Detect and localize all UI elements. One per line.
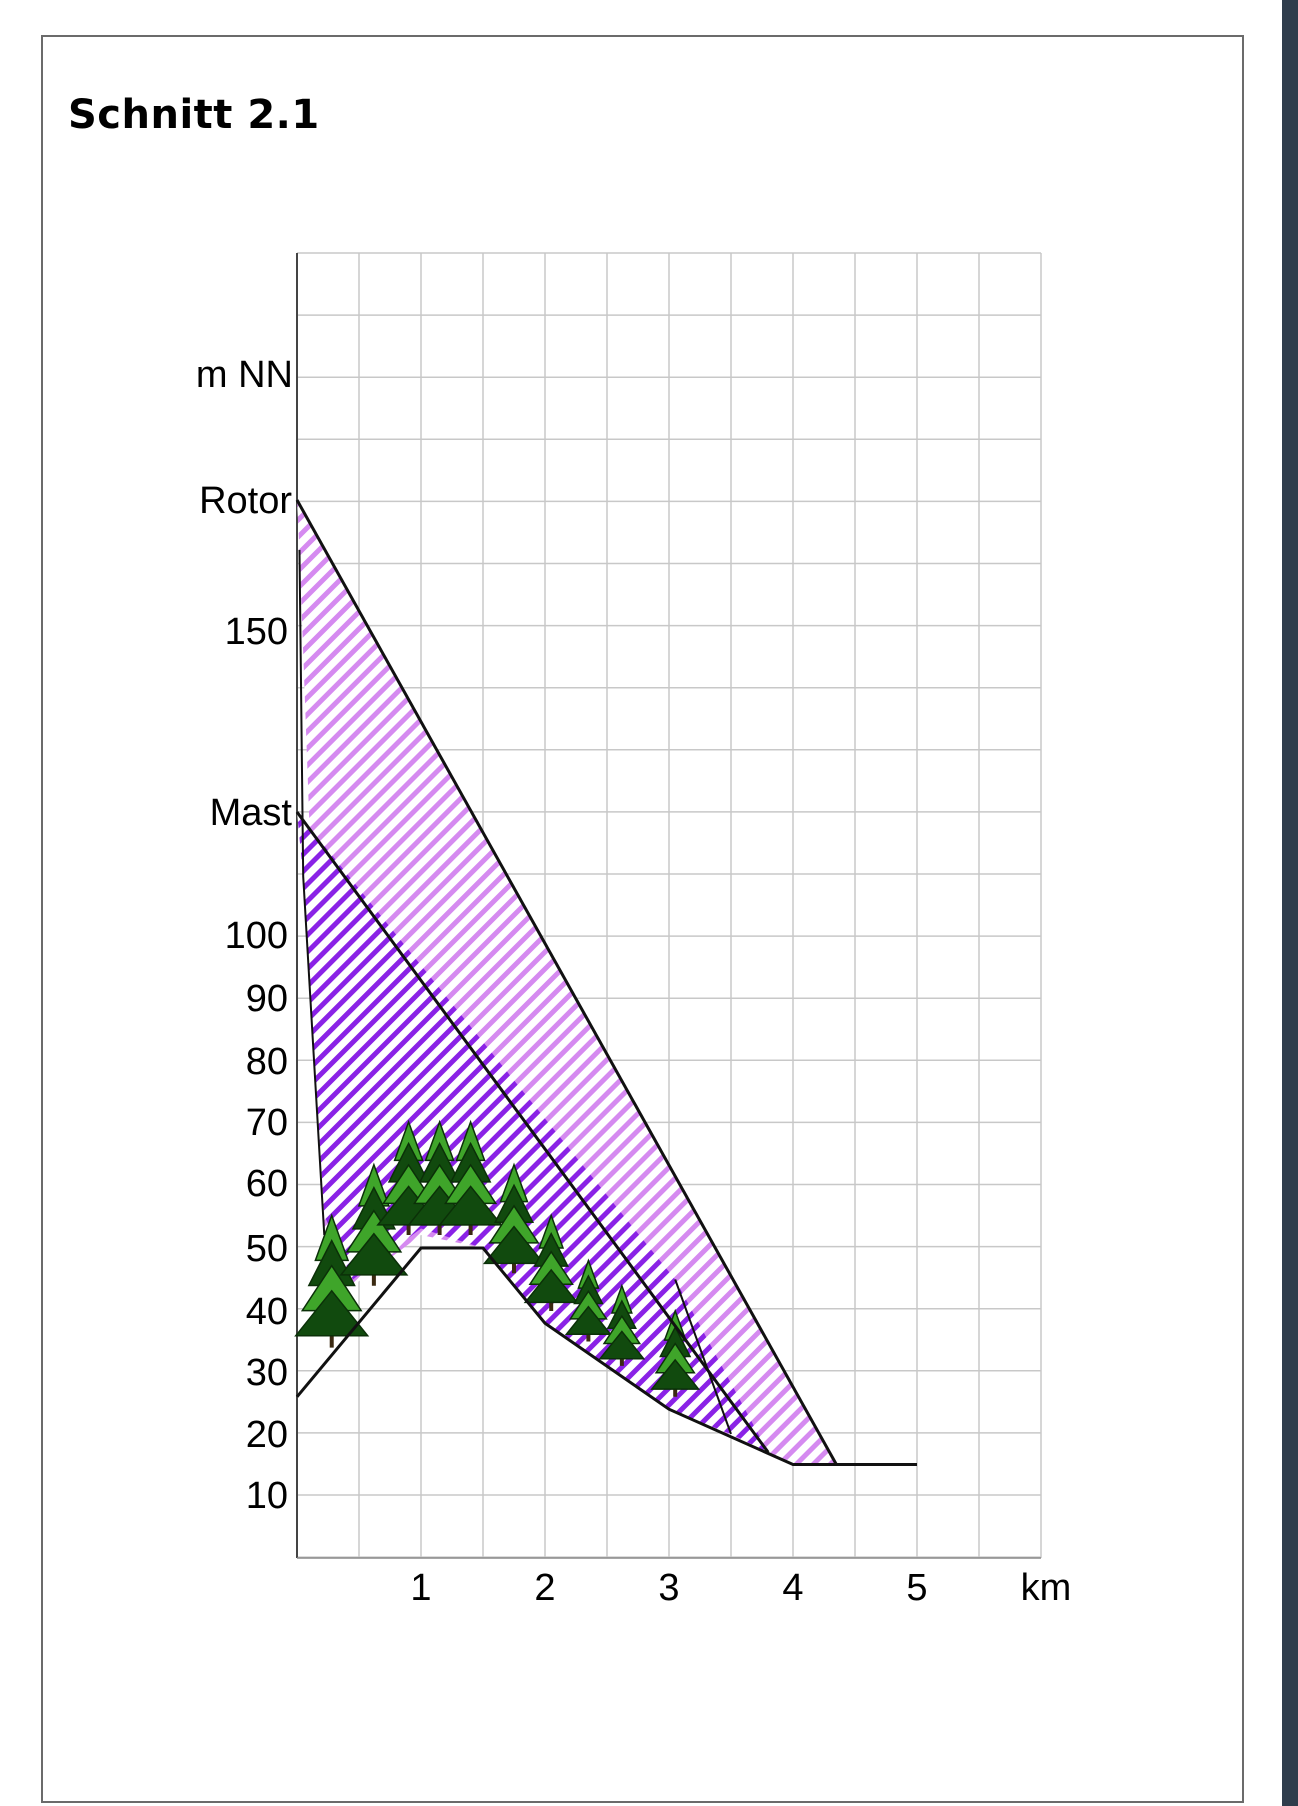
tree-icon [438, 1119, 503, 1235]
y-tick-label: 20 [246, 1414, 288, 1456]
profile-lines [295, 499, 917, 1466]
y-tick-label: 30 [246, 1352, 288, 1394]
tree-icon [564, 1258, 612, 1342]
y-tick-label: 100 [225, 915, 288, 957]
shadow-boundary-line [298, 549, 326, 1236]
tree-icon [598, 1283, 646, 1366]
rotor-line [295, 499, 838, 1466]
shadow-edge-line [674, 1279, 732, 1435]
tree-icon [482, 1162, 546, 1274]
y-tick-label: 50 [246, 1228, 288, 1270]
x-tick-label: 1 [410, 1567, 431, 1609]
figure-frame [41, 35, 1244, 1803]
forest [294, 1119, 701, 1397]
y-tick-label: 60 [246, 1163, 288, 1205]
y-tick-label: 80 [246, 1041, 288, 1083]
tree-icon [523, 1213, 579, 1311]
x-tick-label: 4 [782, 1567, 803, 1609]
y-marker-label: Mast [210, 792, 293, 834]
x-unit-label: km [1021, 1567, 1072, 1609]
y-tick-label: 150 [225, 611, 288, 653]
y-marker-label: Rotor [199, 480, 292, 522]
window-edge-strip [1282, 0, 1298, 1806]
tree-icon [650, 1308, 701, 1397]
figure-title: Schnitt 2.1 [68, 92, 320, 138]
mast-line [295, 811, 770, 1454]
terrain-line [295, 1246, 917, 1466]
y-tick-label: 90 [246, 978, 288, 1020]
x-tick-label: 5 [906, 1567, 927, 1609]
y-tick-label: 10 [246, 1475, 288, 1517]
y-tick-label: 40 [246, 1291, 288, 1333]
y-unit-label: m NN [196, 354, 293, 396]
y-tick-label: 70 [246, 1102, 288, 1144]
x-tick-label: 3 [658, 1567, 679, 1609]
x-tick-label: 2 [534, 1567, 555, 1609]
